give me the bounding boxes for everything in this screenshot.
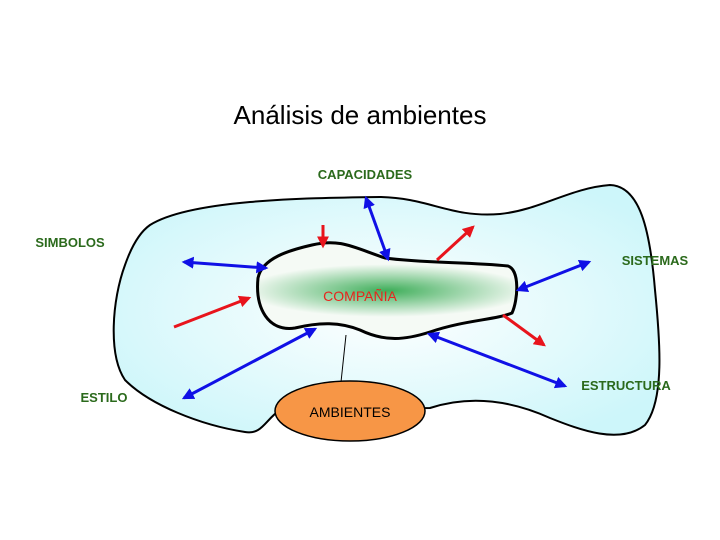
external-arrow-bottom-right <box>502 313 546 347</box>
ambientes-label: AMBIENTES <box>310 404 391 420</box>
arrow-estilo <box>181 327 318 400</box>
external-arrow-left <box>173 295 252 329</box>
diagram-title: Análisis de ambientes <box>234 100 487 130</box>
arrow-simbolos <box>181 256 269 274</box>
external-arrow-top-right <box>435 225 475 262</box>
label-capacidades: CAPACIDADES <box>318 167 413 182</box>
label-estructura: ESTRUCTURA <box>581 378 671 393</box>
arrow-capacidades <box>363 195 391 262</box>
label-sistemas: SISTEMAS <box>622 253 689 268</box>
label-simbolos: SIMBOLOS <box>35 235 105 250</box>
arrow-estructura <box>426 331 568 389</box>
company-label: COMPAÑIA <box>323 288 397 304</box>
label-estilo: ESTILO <box>81 390 128 405</box>
company-blob <box>256 241 519 340</box>
arrow-sistemas <box>515 259 592 293</box>
connector-line <box>340 334 347 383</box>
